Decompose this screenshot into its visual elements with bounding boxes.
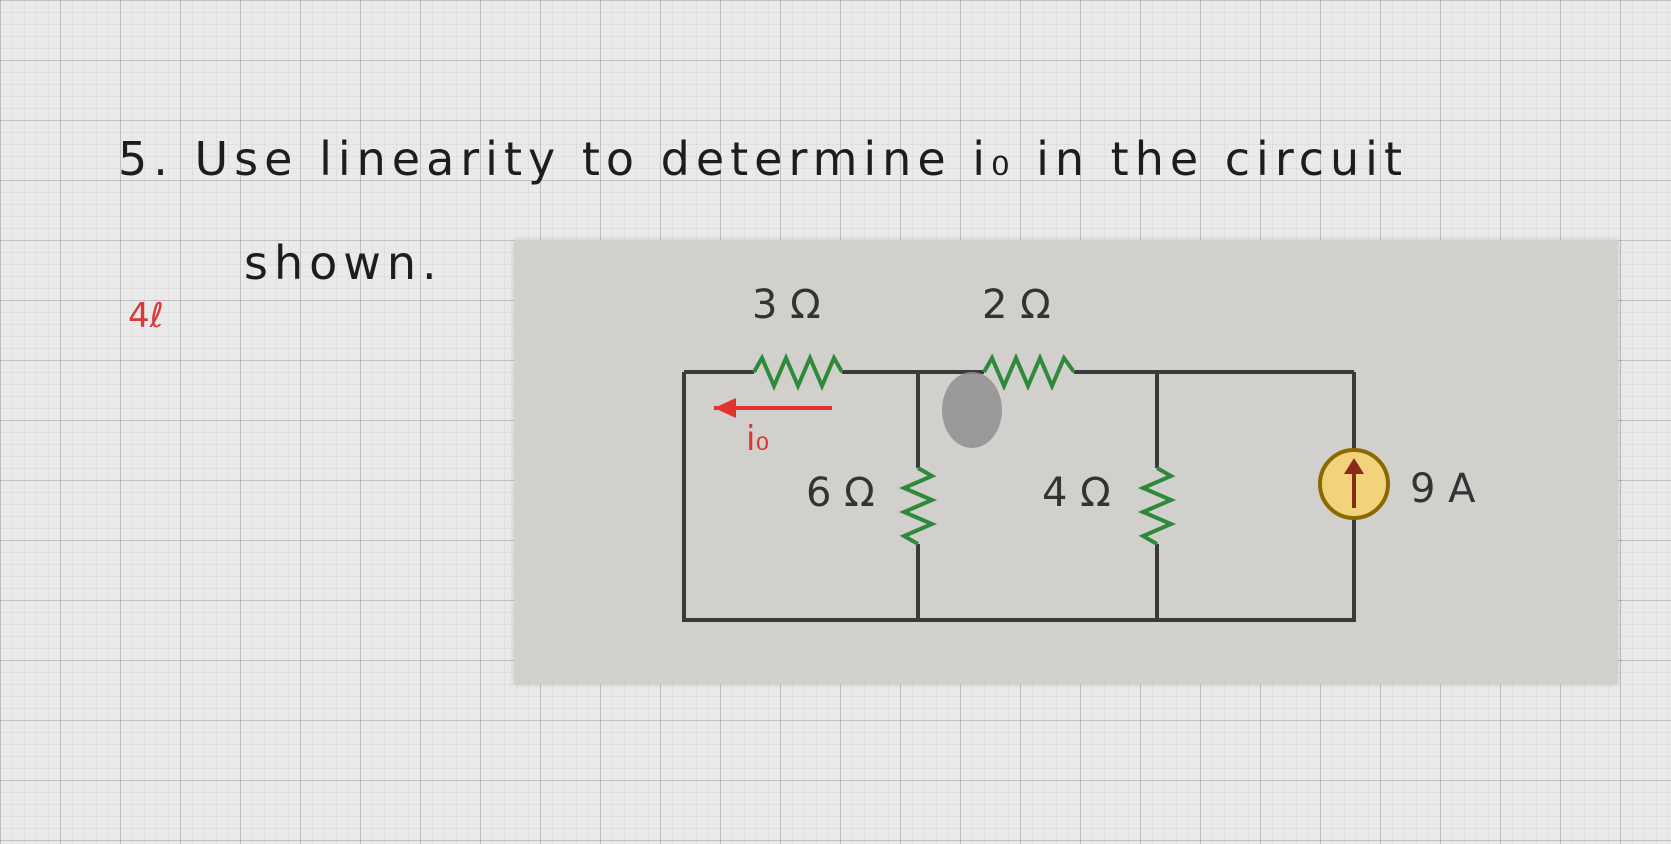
- circuit-diagram: 3 Ω 2 Ω 6 Ω 4 Ω 9 A i₀: [682, 282, 1476, 622]
- resistor-4-ohm-label: 4 Ω: [1042, 470, 1111, 516]
- problem-statement-line1: 5. Use linearity to determine i₀ in the …: [118, 132, 1409, 186]
- circuit-figure: 3 Ω 2 Ω 6 Ω 4 Ω 9 A i₀: [514, 240, 1618, 684]
- source-label: 9 A: [1410, 466, 1476, 512]
- resistor-3-ohm-label: 3 Ω: [752, 282, 821, 328]
- smudge-mark: [942, 372, 1002, 448]
- resistor-6-ohm: [898, 466, 938, 546]
- resistor-4-ohm: [1137, 466, 1177, 546]
- resistor-2-ohm-label: 2 Ω: [982, 282, 1051, 328]
- resistor-3-ohm: [752, 352, 844, 392]
- current-label-i0: i₀: [746, 419, 769, 459]
- resistor-6-ohm-label: 6 Ω: [806, 470, 875, 516]
- current-direction-arrow: [714, 398, 832, 418]
- margin-note: 4ℓ: [128, 296, 164, 336]
- problem-statement-line2: shown.: [244, 236, 443, 290]
- current-source: [1318, 448, 1390, 520]
- resistor-2-ohm: [982, 352, 1076, 392]
